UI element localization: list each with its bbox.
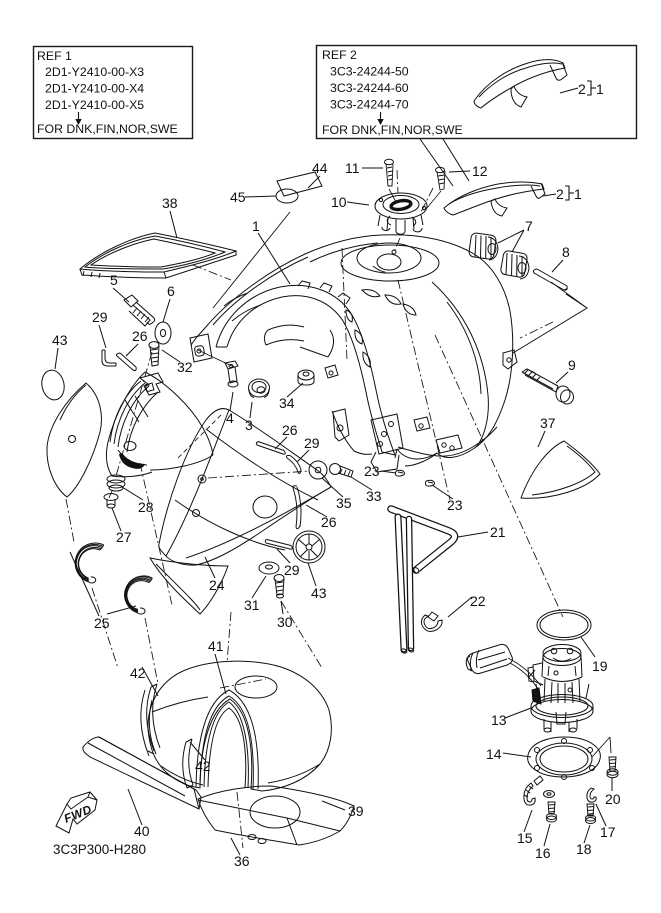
- svg-text:2D1-Y2410-00-X5: 2D1-Y2410-00-X5: [45, 98, 144, 112]
- svg-text:11: 11: [345, 160, 360, 176]
- svg-text:9: 9: [568, 357, 576, 373]
- svg-text:3C3-24244-50: 3C3-24244-50: [330, 65, 409, 79]
- svg-text:44: 44: [312, 160, 328, 176]
- svg-text:3C3-24244-60: 3C3-24244-60: [330, 81, 409, 95]
- svg-text:14: 14: [486, 746, 502, 762]
- svg-text:25: 25: [94, 615, 110, 631]
- svg-text:4: 4: [226, 410, 234, 426]
- svg-text:26: 26: [132, 328, 148, 344]
- svg-text:40: 40: [134, 823, 150, 839]
- svg-text:15: 15: [517, 830, 533, 846]
- svg-text:29: 29: [284, 562, 300, 578]
- svg-text:39: 39: [348, 803, 364, 819]
- svg-text:2D1-Y2410-00-X3: 2D1-Y2410-00-X3: [45, 65, 144, 79]
- svg-text:19: 19: [592, 658, 608, 674]
- svg-text:FOR DNK,FIN,NOR,SWE: FOR DNK,FIN,NOR,SWE: [322, 123, 463, 137]
- svg-text:2: 2: [578, 81, 586, 97]
- svg-text:35: 35: [336, 495, 352, 511]
- svg-text:1: 1: [574, 186, 582, 202]
- svg-text:43: 43: [52, 332, 68, 348]
- svg-text:10: 10: [331, 194, 347, 210]
- svg-text:30: 30: [277, 614, 293, 630]
- svg-text:18: 18: [576, 841, 592, 857]
- svg-text:28: 28: [138, 499, 154, 515]
- svg-text:24: 24: [209, 577, 225, 593]
- svg-text:42: 42: [195, 758, 211, 774]
- svg-text:34: 34: [279, 395, 295, 411]
- svg-text:36: 36: [234, 853, 250, 869]
- svg-text:42: 42: [130, 665, 146, 681]
- svg-text:REF 2: REF 2: [322, 48, 357, 62]
- svg-text:29: 29: [92, 309, 108, 325]
- svg-text:3: 3: [245, 417, 253, 433]
- svg-text:20: 20: [605, 791, 621, 807]
- svg-text:21: 21: [490, 524, 506, 540]
- svg-text:2: 2: [556, 186, 564, 202]
- svg-text:13: 13: [491, 712, 507, 728]
- svg-text:37: 37: [540, 415, 556, 431]
- svg-text:45: 45: [230, 189, 246, 205]
- svg-text:41: 41: [208, 638, 224, 654]
- svg-text:26: 26: [282, 422, 298, 438]
- svg-text:3C3-24244-70: 3C3-24244-70: [330, 98, 409, 112]
- svg-text:7: 7: [525, 218, 533, 234]
- svg-text:23: 23: [447, 497, 463, 513]
- svg-text:17: 17: [600, 824, 616, 840]
- svg-text:8: 8: [562, 244, 570, 260]
- svg-text:31: 31: [244, 597, 260, 613]
- svg-text:33: 33: [366, 488, 382, 504]
- svg-text:23: 23: [364, 463, 380, 479]
- svg-text:1: 1: [596, 81, 604, 97]
- svg-text:FOR DNK,FIN,NOR,SWE: FOR DNK,FIN,NOR,SWE: [37, 122, 178, 136]
- svg-text:5: 5: [110, 272, 118, 288]
- svg-text:32: 32: [177, 359, 193, 375]
- svg-text:REF 1: REF 1: [37, 49, 72, 63]
- svg-text:38: 38: [162, 195, 178, 211]
- svg-text:1: 1: [252, 218, 260, 234]
- svg-text:26: 26: [321, 514, 337, 530]
- svg-text:43: 43: [311, 585, 327, 601]
- svg-text:3C3P300-H280: 3C3P300-H280: [53, 842, 146, 857]
- svg-text:29: 29: [304, 435, 320, 451]
- svg-text:22: 22: [470, 593, 486, 609]
- svg-text:12: 12: [472, 163, 488, 179]
- svg-text:16: 16: [535, 845, 551, 861]
- svg-text:27: 27: [116, 529, 132, 545]
- svg-text:2D1-Y2410-00-X4: 2D1-Y2410-00-X4: [45, 82, 144, 96]
- svg-text:6: 6: [167, 283, 175, 299]
